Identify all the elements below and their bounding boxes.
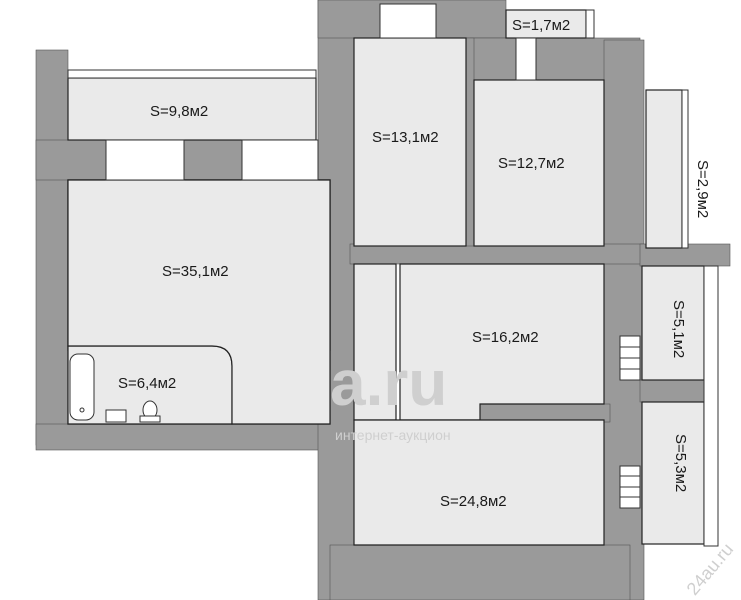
label-room-24: S=24,8м2 <box>440 493 507 510</box>
floor-room-24 <box>353 419 605 546</box>
label-room-13: S=13,1м2 <box>372 129 439 146</box>
watermark-corner: 24au.ru <box>683 539 738 599</box>
room-labels: S=9,8м2 S=13,1м2 S=12,7м2 S=1,7м2 S=2,9м… <box>118 17 711 510</box>
label-niche-top: S=1,7м2 <box>512 17 570 34</box>
label-balcony-top: S=9,8м2 <box>150 103 208 120</box>
watermark-main: a.ru <box>330 347 447 419</box>
floor-living <box>67 179 331 425</box>
floor-loggia-1 <box>641 265 705 381</box>
label-bathroom: S=6,4м2 <box>118 375 176 392</box>
label-living: S=35,1м2 <box>162 263 229 280</box>
watermark-sub: интернет-аукцион <box>335 427 451 443</box>
floors <box>67 9 705 546</box>
windows <box>67 3 719 547</box>
label-loggia-1: S=5,1м2 <box>670 300 687 358</box>
floor-room-13 <box>353 37 467 247</box>
sink-icon <box>105 409 127 423</box>
label-loggia-2: S=5,3м2 <box>672 434 689 492</box>
floor-corridor <box>353 263 397 421</box>
loggia-steps <box>619 335 641 509</box>
floor-room-12 <box>473 79 605 247</box>
label-room-16: S=16,2м2 <box>472 329 539 346</box>
label-room-12: S=12,7м2 <box>498 155 565 172</box>
floor-balcony-right <box>645 89 683 249</box>
label-balcony-right: S=2,9м2 <box>694 160 711 218</box>
floor-loggia-2 <box>641 401 705 545</box>
bathtub-icon <box>69 353 95 421</box>
toilet-icon <box>139 400 161 423</box>
